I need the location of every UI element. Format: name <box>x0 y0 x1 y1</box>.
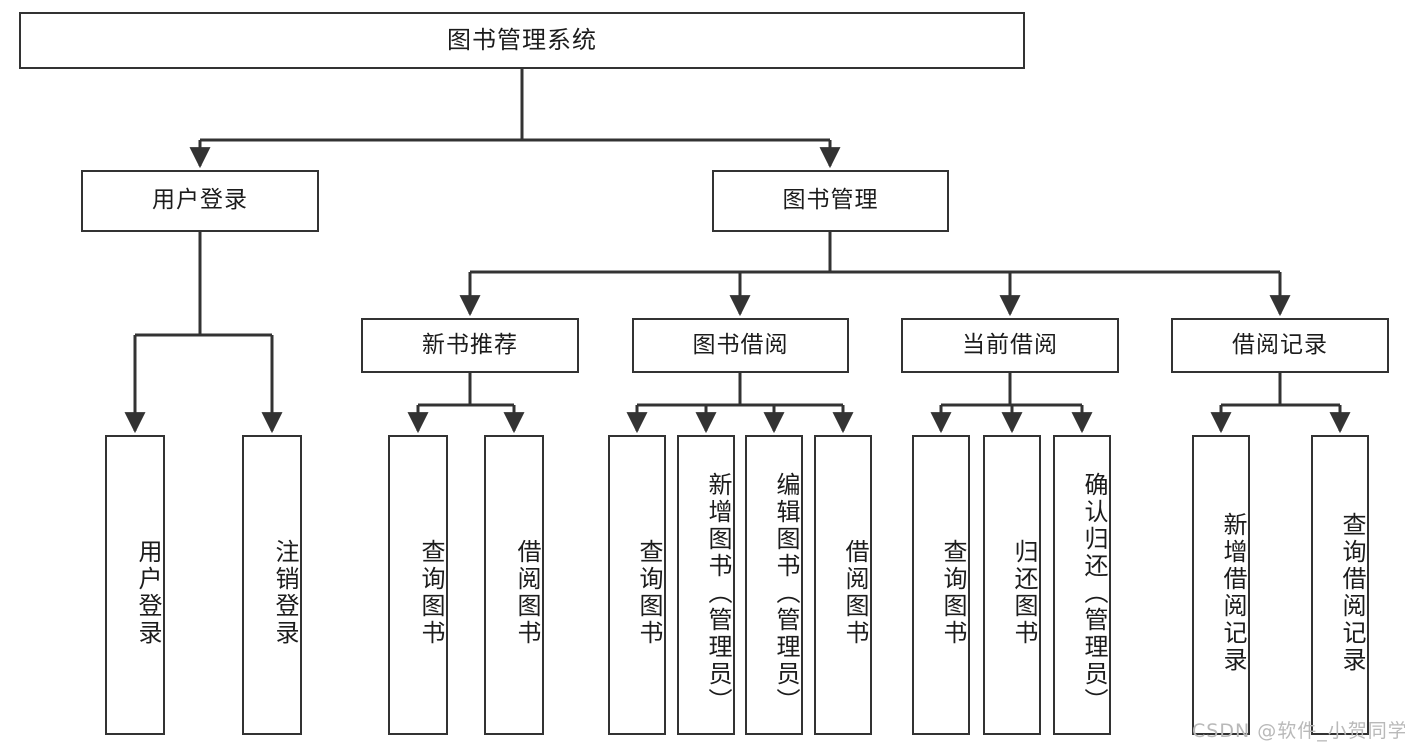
leaf-borrow-book[interactable]: 借阅图书 <box>814 435 872 735</box>
leaf-user-login[interactable]: 用户登录 <box>105 435 165 735</box>
leaf-query-book-current[interactable]: 查询图书 <box>912 435 970 735</box>
leaf-add-borrow-record[interactable]: 新增借阅记录 <box>1192 435 1250 735</box>
node-root-system[interactable]: 图书管理系统 <box>19 12 1025 69</box>
leaf-query-book-borrow[interactable]: 查询图书 <box>608 435 666 735</box>
node-new-book-recommend[interactable]: 新书推荐 <box>361 318 579 373</box>
watermark-text: CSDN @软件_小贺同学 <box>1192 720 1405 742</box>
node-book-borrow[interactable]: 图书借阅 <box>632 318 849 373</box>
leaf-edit-book-admin[interactable]: 编辑图书（管理员） <box>745 435 803 735</box>
leaf-query-book-new[interactable]: 查询图书 <box>388 435 448 735</box>
leaf-query-borrow-record[interactable]: 查询借阅记录 <box>1311 435 1369 735</box>
node-current-borrow[interactable]: 当前借阅 <box>901 318 1119 373</box>
leaf-borrow-book-new[interactable]: 借阅图书 <box>484 435 544 735</box>
leaf-add-book-admin[interactable]: 新增图书（管理员） <box>677 435 735 735</box>
node-book-management[interactable]: 图书管理 <box>712 170 949 232</box>
leaf-return-book[interactable]: 归还图书 <box>983 435 1041 735</box>
leaf-confirm-return-admin[interactable]: 确认归还（管理员） <box>1053 435 1111 735</box>
node-borrow-record[interactable]: 借阅记录 <box>1171 318 1389 373</box>
node-user-login[interactable]: 用户登录 <box>81 170 319 232</box>
leaf-logout[interactable]: 注销登录 <box>242 435 302 735</box>
